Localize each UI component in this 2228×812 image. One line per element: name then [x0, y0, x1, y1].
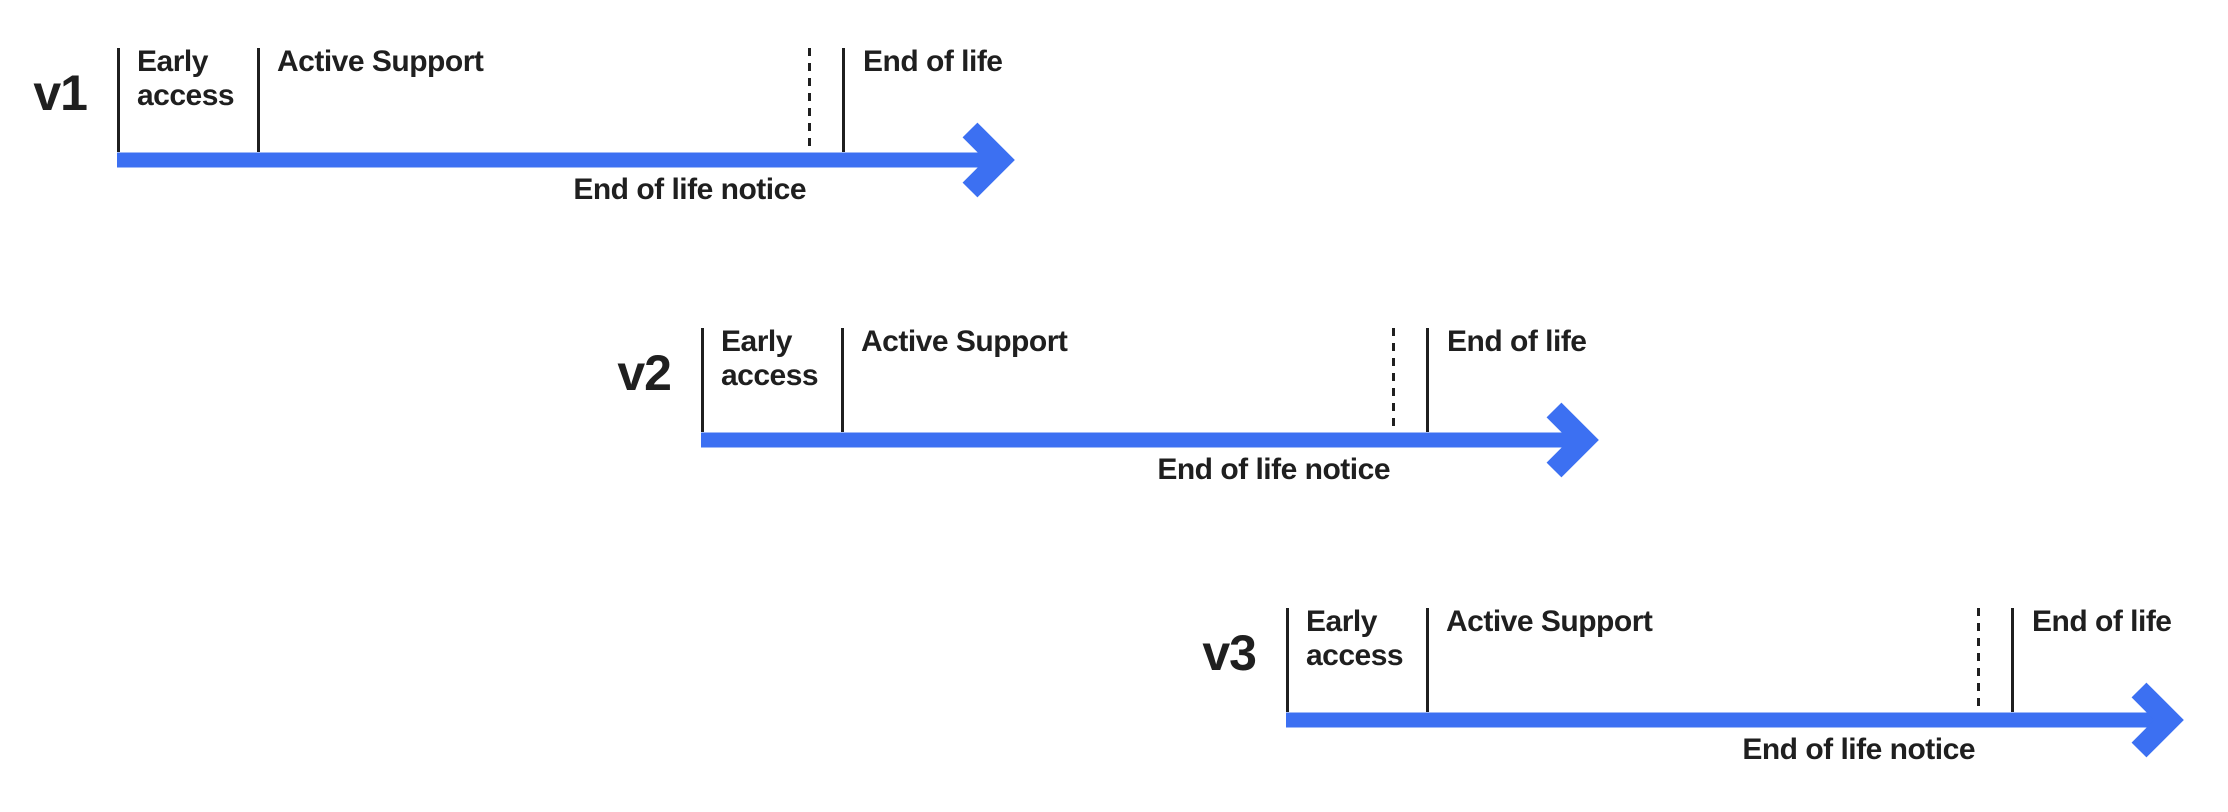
- label-early-access: Early access: [137, 45, 235, 112]
- version-label: v3: [1202, 625, 1257, 681]
- label-active-support: Active Support: [1446, 605, 1653, 638]
- label-early-access: Early access: [1306, 605, 1404, 672]
- label-active-support: Active Support: [277, 45, 484, 78]
- timeline-arrow-head-icon: [1546, 402, 1599, 478]
- version-label: v1: [33, 65, 88, 121]
- timeline-row-v2: v2 Early access Active Support End of li…: [617, 325, 1661, 528]
- timeline-arrow-head-icon: [962, 122, 1015, 198]
- label-end-of-life: End of life: [863, 45, 1003, 78]
- label-early-access: Early access: [721, 325, 819, 392]
- label-active-support: Active Support: [861, 325, 1068, 358]
- label-end-of-life-notice: End of life notice: [1157, 453, 1390, 486]
- timeline-row-v1: v1 Early access Active Support End of li…: [33, 45, 1077, 248]
- label-end-of-life: End of life: [2032, 605, 2172, 638]
- version-label: v2: [617, 345, 672, 401]
- timeline-graphic: [701, 328, 1599, 478]
- timeline-graphic: [1286, 608, 2184, 758]
- timeline-arrow-head-icon: [2131, 682, 2184, 758]
- timeline-row-v3: v3 Early access Active Support End of li…: [1202, 605, 2228, 808]
- timeline-graphic: [117, 48, 1015, 198]
- label-end-of-life-notice: End of life notice: [1742, 733, 1975, 766]
- label-end-of-life: End of life: [1447, 325, 1587, 358]
- label-end-of-life-notice: End of life notice: [573, 173, 806, 206]
